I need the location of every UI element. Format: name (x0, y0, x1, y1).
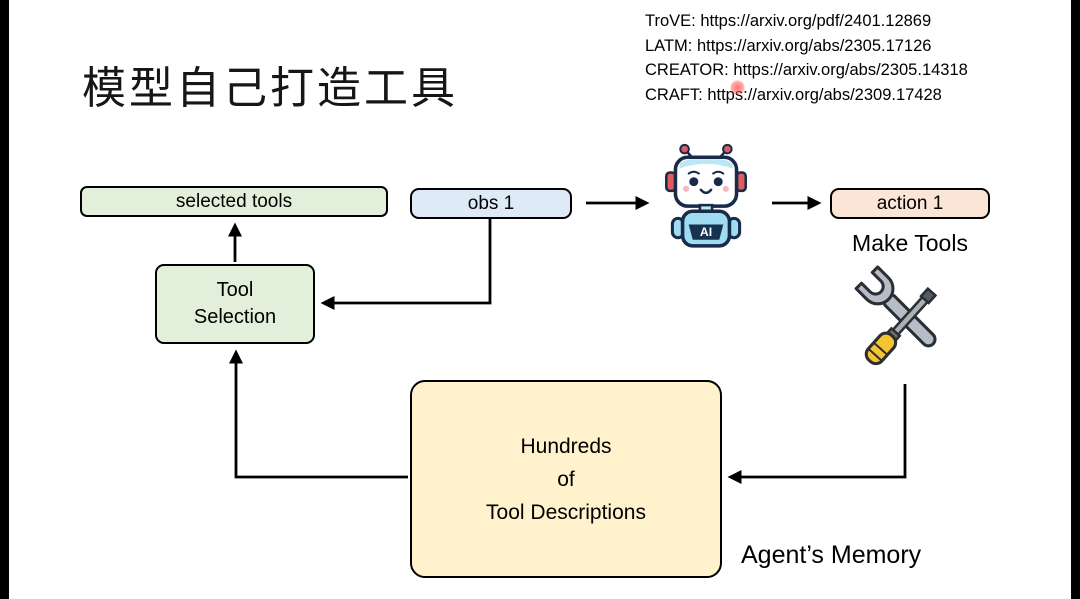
arrow-obs-to-tool-selection (320, 219, 492, 310)
letterbox-right (1071, 0, 1080, 599)
wrench-screwdriver-icon (854, 265, 938, 366)
reference-link-creator: CREATOR: https://arxiv.org/abs/2305.1431… (645, 61, 968, 79)
page-title: 模型自己打造工具 (82, 64, 458, 113)
robot-agent-icon: AI (652, 143, 760, 253)
arrow-make-tools-to-memory (727, 384, 907, 484)
robot-chest-label: AI (700, 225, 712, 239)
make-tools-illustration (850, 264, 962, 382)
letterbox-left (0, 0, 9, 599)
make-tools-label: Make Tools (852, 230, 968, 256)
action-node: action 1 (830, 188, 990, 219)
memory-node: Hundreds of Tool Descriptions (410, 380, 722, 578)
arrow-memory-to-tool-selection (229, 349, 408, 479)
wrench-icon (854, 265, 937, 348)
reference-link-trove: TroVE: https://arxiv.org/pdf/2401.12869 (645, 12, 932, 30)
reference-link-craft: CRAFT: https://arxiv.org/abs/2309.17428 (645, 85, 942, 104)
screwdriver-icon (864, 286, 938, 366)
selected-tools-node: selected tools (80, 186, 388, 217)
obs-node: obs 1 (410, 188, 572, 219)
reference-links: TroVE: https://arxiv.org/pdf/2401.12869 … (645, 9, 968, 107)
reference-link-latm: LATM: https://arxiv.org/abs/2305.17126 (645, 36, 932, 55)
laser-pointer-dot (730, 80, 745, 95)
agents-memory-label: Agent’s Memory (741, 541, 922, 569)
robot-icon: AI (665, 143, 747, 248)
tool-selection-node: Tool Selection (155, 264, 315, 344)
